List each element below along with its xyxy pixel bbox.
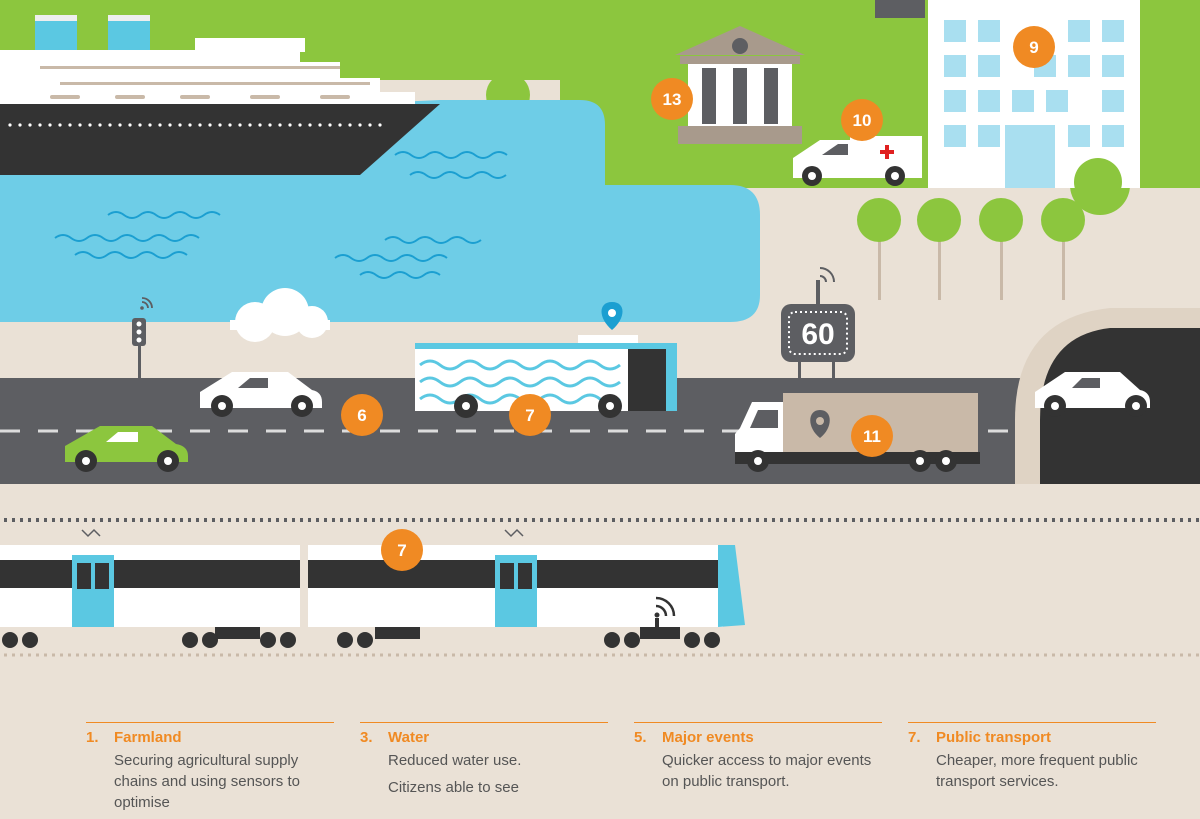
badge-7-bus: 7 (509, 394, 551, 436)
legend-description: Quicker access to major events on public… (662, 752, 872, 790)
svg-text:7: 7 (525, 406, 534, 425)
badge-7-train: 7 (381, 529, 423, 571)
badge-6: 6 (341, 394, 383, 436)
traffic-light (132, 297, 153, 380)
legend-description: Securing agricultural supply chains and … (114, 752, 300, 811)
svg-text:9: 9 (1029, 38, 1038, 57)
legend-item-water: 3.Water Reduced water use.Citizens able … (360, 722, 610, 804)
white-car-tunnel (1035, 372, 1150, 417)
city-illustration: 60 (0, 0, 1200, 657)
truck (735, 393, 980, 472)
green-car (65, 426, 188, 472)
museum-building (675, 26, 805, 144)
legend-divider (360, 722, 608, 723)
svg-text:10: 10 (853, 111, 872, 130)
legend-divider (908, 722, 1156, 723)
train (0, 528, 745, 648)
legend-heading: 3.Water (360, 729, 430, 746)
ambulance (793, 136, 922, 186)
svg-text:11: 11 (863, 427, 881, 446)
legend-description: Cheaper, more frequent public transport … (936, 752, 1138, 790)
legend-divider (86, 722, 334, 723)
cloud (230, 288, 330, 342)
cruise-ship (0, 15, 440, 175)
legend-item-major-events: 5.Major events Quicker access to major e… (634, 722, 884, 798)
bus (415, 302, 677, 418)
legend-item-farmland: 1.Farmland Securing agricultural supply … (86, 722, 336, 819)
badge-10: 10 (841, 99, 883, 141)
legend-heading: 1.Farmland (86, 729, 182, 746)
trees (857, 198, 1085, 300)
speed-sign-value: 60 (801, 318, 834, 351)
svg-text:13: 13 (663, 90, 682, 109)
hospital-building (875, 0, 1140, 206)
badge-13: 13 (651, 78, 693, 120)
legend-heading: 5.Major events (634, 729, 754, 746)
legend-item-public-transport: 7.Public transport Cheaper, more frequen… (908, 722, 1158, 798)
legend-description: Reduced water use.Citizens able to see (388, 752, 522, 796)
legend-heading: 7.Public transport (908, 729, 1052, 746)
legend-divider (634, 722, 882, 723)
legend: 1.Farmland Securing agricultural supply … (0, 660, 1200, 811)
badge-9: 9 (1013, 26, 1055, 68)
svg-text:6: 6 (357, 406, 366, 425)
svg-text:7: 7 (397, 541, 406, 560)
white-car (200, 372, 322, 417)
speed-sign: 60 (781, 267, 855, 380)
badge-11: 11 (851, 415, 893, 457)
